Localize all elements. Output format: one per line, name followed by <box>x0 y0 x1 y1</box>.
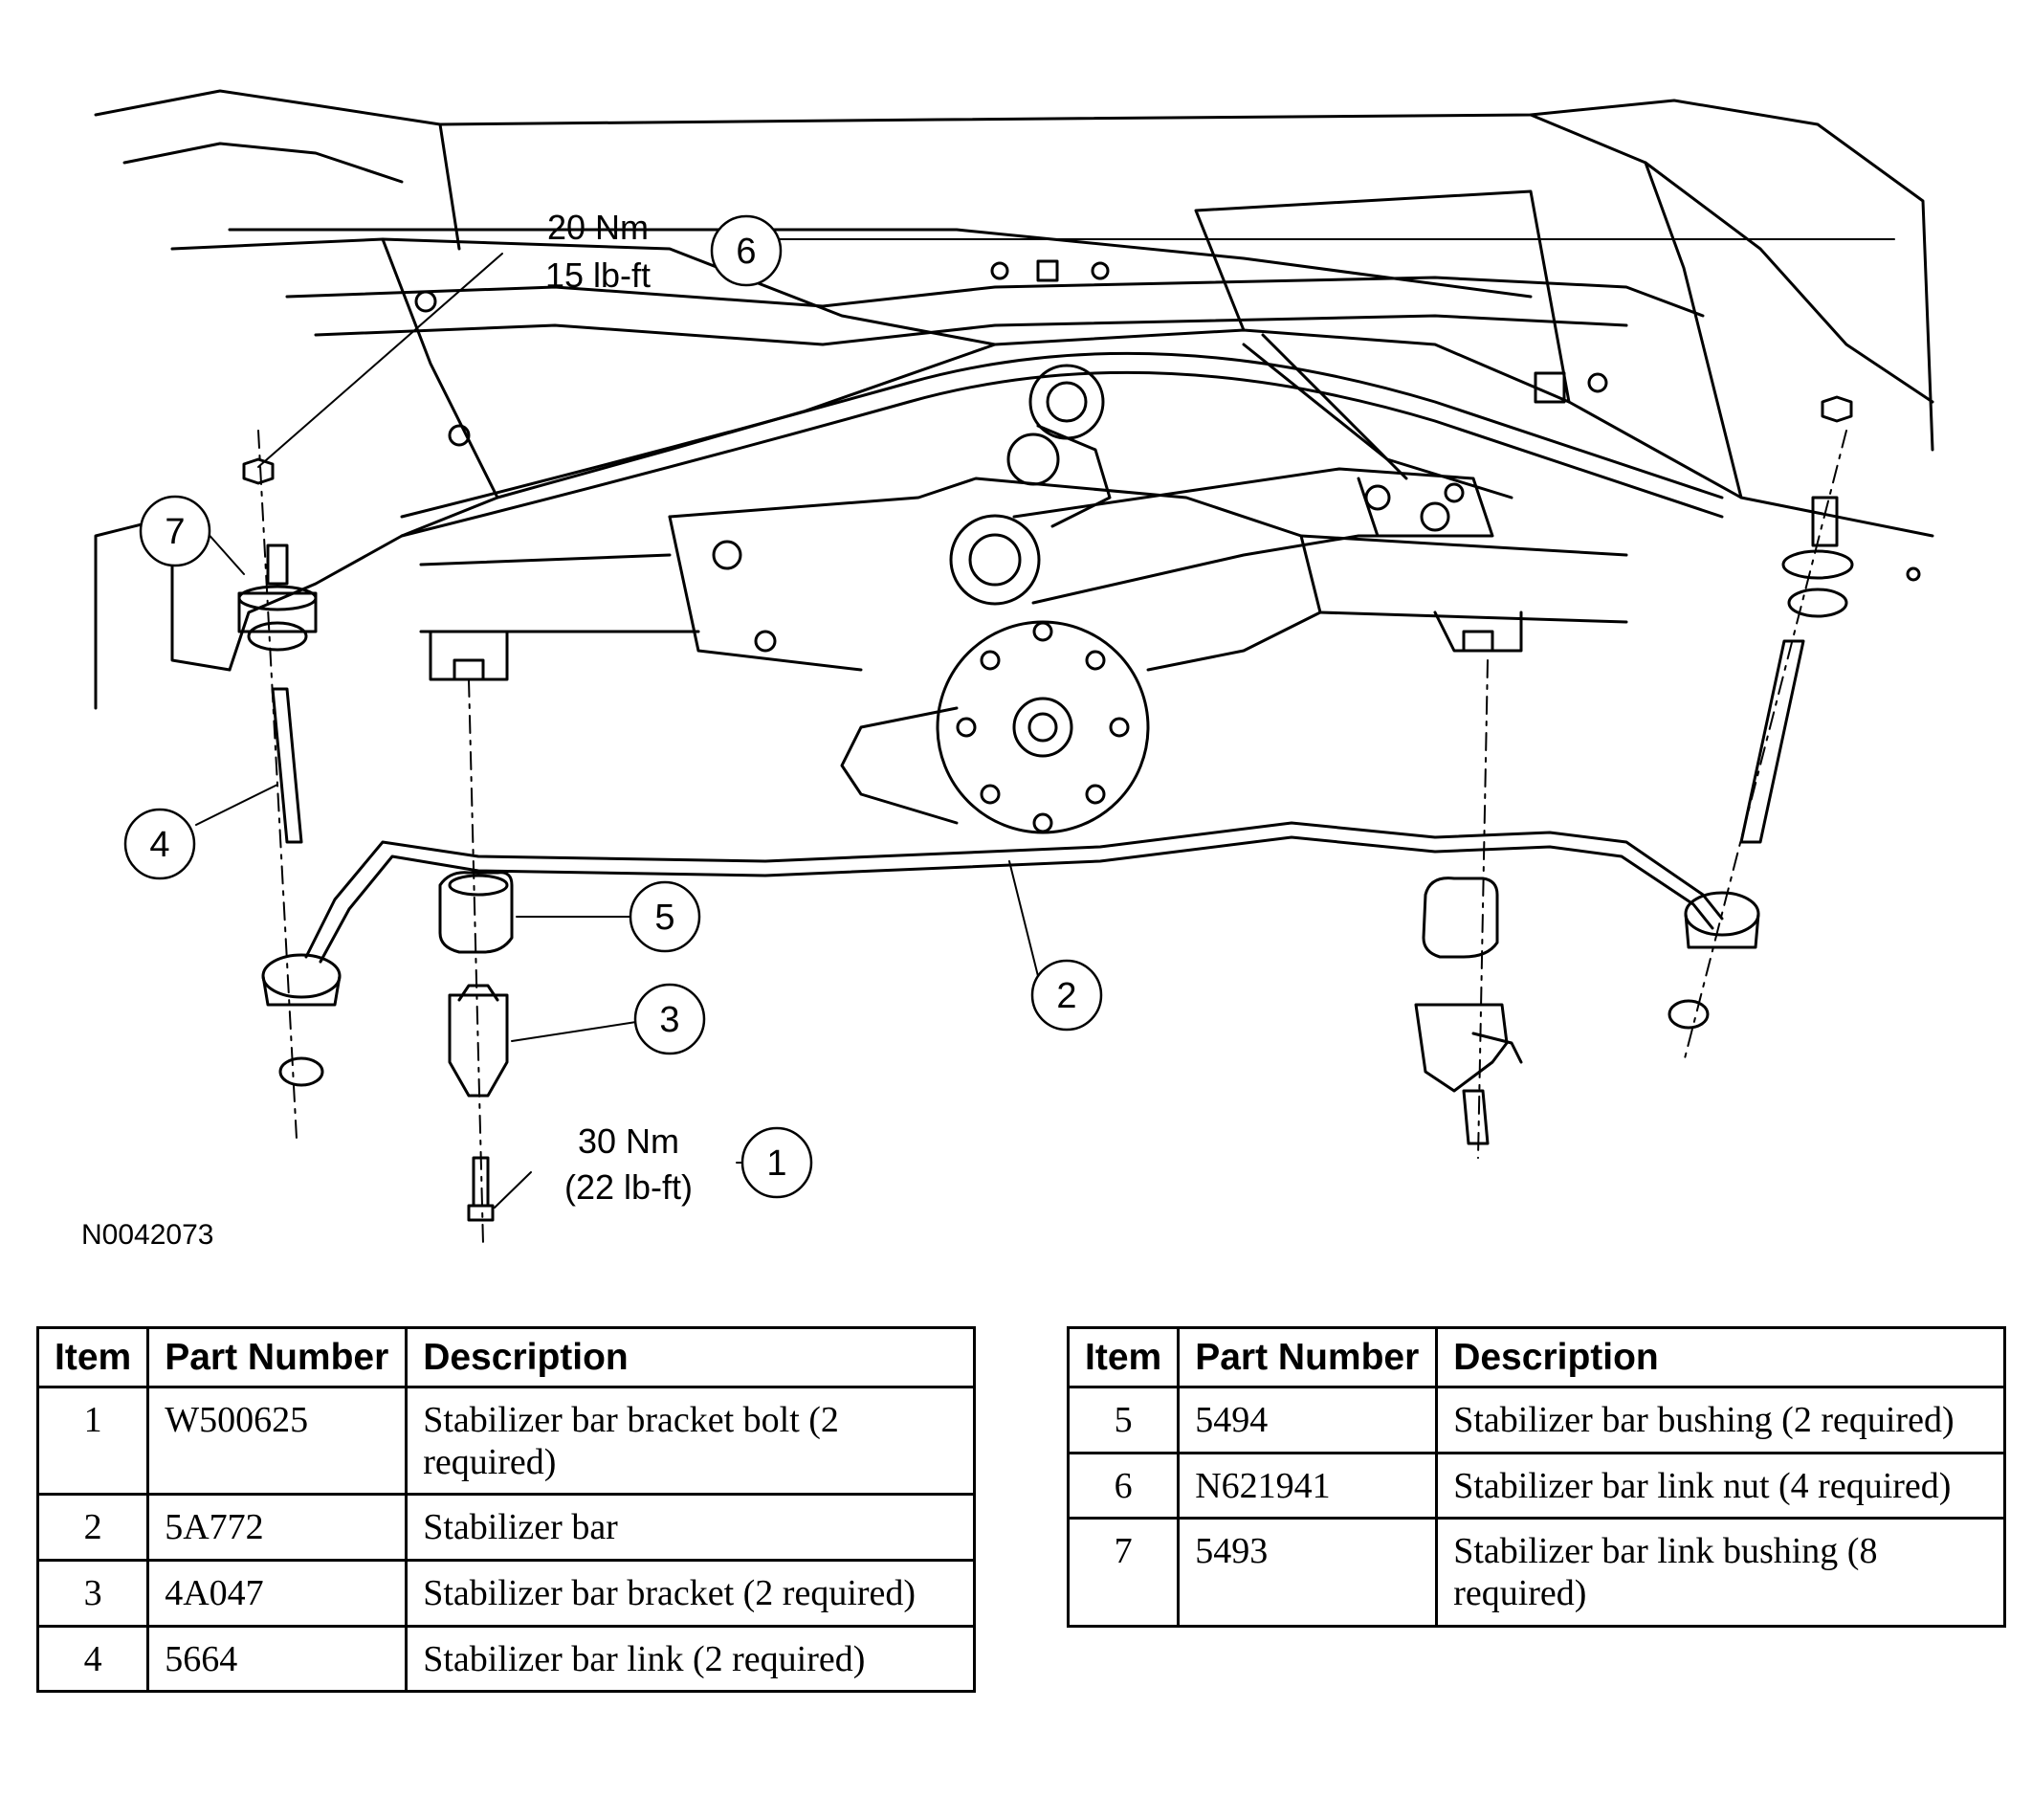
description: Stabilizer bar link bushing (8 required) <box>1435 1517 2006 1628</box>
table-row: 6 N621941 Stabilizer bar link nut (4 req… <box>1066 1451 2006 1520</box>
part-number: W500625 <box>146 1385 409 1497</box>
control-arm <box>949 364 1494 606</box>
description: Stabilizer bar bushing (2 required) <box>1435 1385 2006 1454</box>
table-row: 2 5A772 Stabilizer bar <box>35 1493 976 1562</box>
callout-1-label: 1 <box>766 1143 786 1184</box>
item-number: 1 <box>35 1385 150 1497</box>
part-number: 5493 <box>1177 1517 1439 1628</box>
parts-table-right: Item Part Number Description 5 5494 Stab… <box>1066 1326 2006 1628</box>
figure-id: N0042073 <box>81 1219 213 1251</box>
callout-4-circle <box>123 808 196 880</box>
callout-1-circle <box>740 1126 813 1199</box>
right-bracket-bushing <box>1414 659 1523 1159</box>
header-description: Description <box>405 1326 976 1388</box>
header-part-number: Part Number <box>146 1326 409 1388</box>
callout-7-circle <box>139 495 211 567</box>
callout-circles <box>123 214 1103 1199</box>
callout-6-circle <box>710 214 783 287</box>
frame-crossmember <box>94 89 1934 710</box>
description: Stabilizer bar link (2 required) <box>405 1624 976 1694</box>
stabilizer-bar <box>304 821 1724 964</box>
header-item: Item <box>1066 1326 1181 1388</box>
callout-3-circle <box>633 983 706 1055</box>
description: Stabilizer bar link nut (4 required) <box>1435 1451 2006 1520</box>
torque-top-nm: 20 Nm <box>547 208 649 247</box>
frame-holes <box>414 259 1921 582</box>
left-link-stack <box>237 430 342 1140</box>
leaf-spring-rails <box>400 333 1724 538</box>
part-number: 5664 <box>146 1624 409 1694</box>
pinion-flange <box>840 620 1150 834</box>
item-number: 7 <box>1066 1517 1181 1628</box>
part-number: 5494 <box>1177 1385 1439 1454</box>
table-header-row: Item Part Number Description <box>1066 1326 2006 1388</box>
axle-housing <box>419 477 1628 672</box>
torque-bottom-lbft: (22 lb-ft) <box>564 1167 693 1207</box>
item-number: 3 <box>35 1558 150 1628</box>
stabilizer-bar-exploded-diagram: 1 2 3 4 5 6 7 20 Nm 15 lb-ft 30 Nm (22 l… <box>81 89 1934 1251</box>
callout-4-label: 4 <box>149 825 169 865</box>
item-number: 5 <box>1066 1385 1181 1454</box>
torque-top-lbft: 15 lb-ft <box>545 255 651 295</box>
leader-lines <box>195 238 1895 1209</box>
part-number: N621941 <box>1177 1451 1439 1520</box>
description: Stabilizer bar bracket bolt (2 required) <box>405 1385 976 1497</box>
item-number: 6 <box>1066 1451 1181 1520</box>
description: Stabilizer bar bracket (2 required) <box>405 1558 976 1628</box>
right-link-stack <box>1668 395 1854 1063</box>
callout-2-circle <box>1030 959 1103 1032</box>
callout-3-label: 3 <box>659 1000 679 1040</box>
header-description: Description <box>1435 1326 2006 1388</box>
description: Stabilizer bar <box>405 1493 976 1562</box>
table-row: 3 4A047 Stabilizer bar bracket (2 requir… <box>35 1558 976 1628</box>
callout-5-circle <box>629 880 701 953</box>
callout-6-label: 6 <box>736 232 756 272</box>
callout-5-label: 5 <box>654 898 674 938</box>
header-item: Item <box>35 1326 150 1388</box>
table-row: 7 5493 Stabilizer bar link bushing (8 re… <box>1066 1517 2006 1628</box>
table-row: 5 5494 Stabilizer bar bushing (2 require… <box>1066 1385 2006 1454</box>
callout-2-label: 2 <box>1056 976 1076 1016</box>
part-number: 4A047 <box>146 1558 409 1628</box>
table-header-row: Item Part Number Description <box>35 1326 976 1388</box>
table-row: 4 5664 Stabilizer bar link (2 required) <box>35 1624 976 1694</box>
parts-table-left: Item Part Number Description 1 W500625 S… <box>35 1326 976 1694</box>
table-row: 1 W500625 Stabilizer bar bracket bolt (2… <box>35 1385 976 1497</box>
part-number: 5A772 <box>146 1493 409 1562</box>
torque-bottom-nm: 30 Nm <box>578 1121 679 1161</box>
header-part-number: Part Number <box>1177 1326 1439 1388</box>
item-number: 4 <box>35 1624 150 1694</box>
left-bracket-bushing <box>438 678 514 1245</box>
callout-7-label: 7 <box>165 512 185 552</box>
item-number: 2 <box>35 1493 150 1562</box>
